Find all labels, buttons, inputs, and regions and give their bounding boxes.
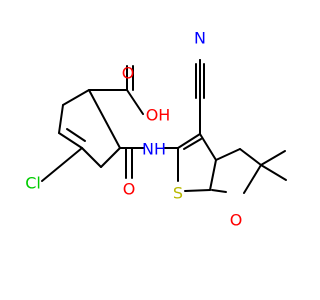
- bond-ring-c2-c3: [58, 104, 64, 134]
- bond-thiophene-c2-c3-inner: [183, 138, 202, 150]
- bond-ring-c3-c4-outer: [58, 132, 83, 149]
- bond-ring-c3-c4-inner: [66, 128, 86, 142]
- bond-ring-c5-c6: [100, 147, 121, 168]
- pyran-oxygen-label: O: [230, 211, 243, 230]
- bond-ring-c4-c5: [81, 147, 102, 168]
- bond-thiophene-c3-c3a: [199, 133, 217, 161]
- bond-thiophene-c2-c3: [177, 133, 201, 149]
- bond-pyran-c3a-c4: [215, 148, 241, 161]
- bond-ring-c1-c2: [62, 89, 90, 106]
- bond-pyran-o-c7: [211, 189, 227, 193]
- hydroxyl-label: OH: [146, 106, 171, 125]
- bond-pyran-c4-c5: [239, 148, 262, 166]
- molecule-structure: O OH Cl O NH N S O: [25, 29, 287, 230]
- chlorine-label: Cl: [25, 174, 41, 193]
- oxygen-label-amide: O: [123, 180, 136, 199]
- bond-c5-methyl-2: [260, 150, 286, 166]
- oxygen-label-acid: O: [122, 64, 135, 83]
- bond-thiophene-c7a-s: [184, 189, 211, 192]
- bond-ring-c6-c1: [88, 89, 121, 149]
- nh-label: NH: [142, 140, 166, 159]
- bond-c4-cl: [41, 147, 83, 182]
- sulfur-label: S: [173, 184, 183, 203]
- molecule-diagram: O OH Cl O NH N S O: [25, 28, 287, 230]
- bond-c5-methyl-1: [260, 164, 287, 181]
- nitrile-n-label: N: [194, 29, 206, 48]
- bond-carboxyl-oh: [126, 89, 144, 115]
- bond-pyran-c5-o: [243, 164, 262, 194]
- bond-thiophene-c3a-c7a: [209, 159, 217, 191]
